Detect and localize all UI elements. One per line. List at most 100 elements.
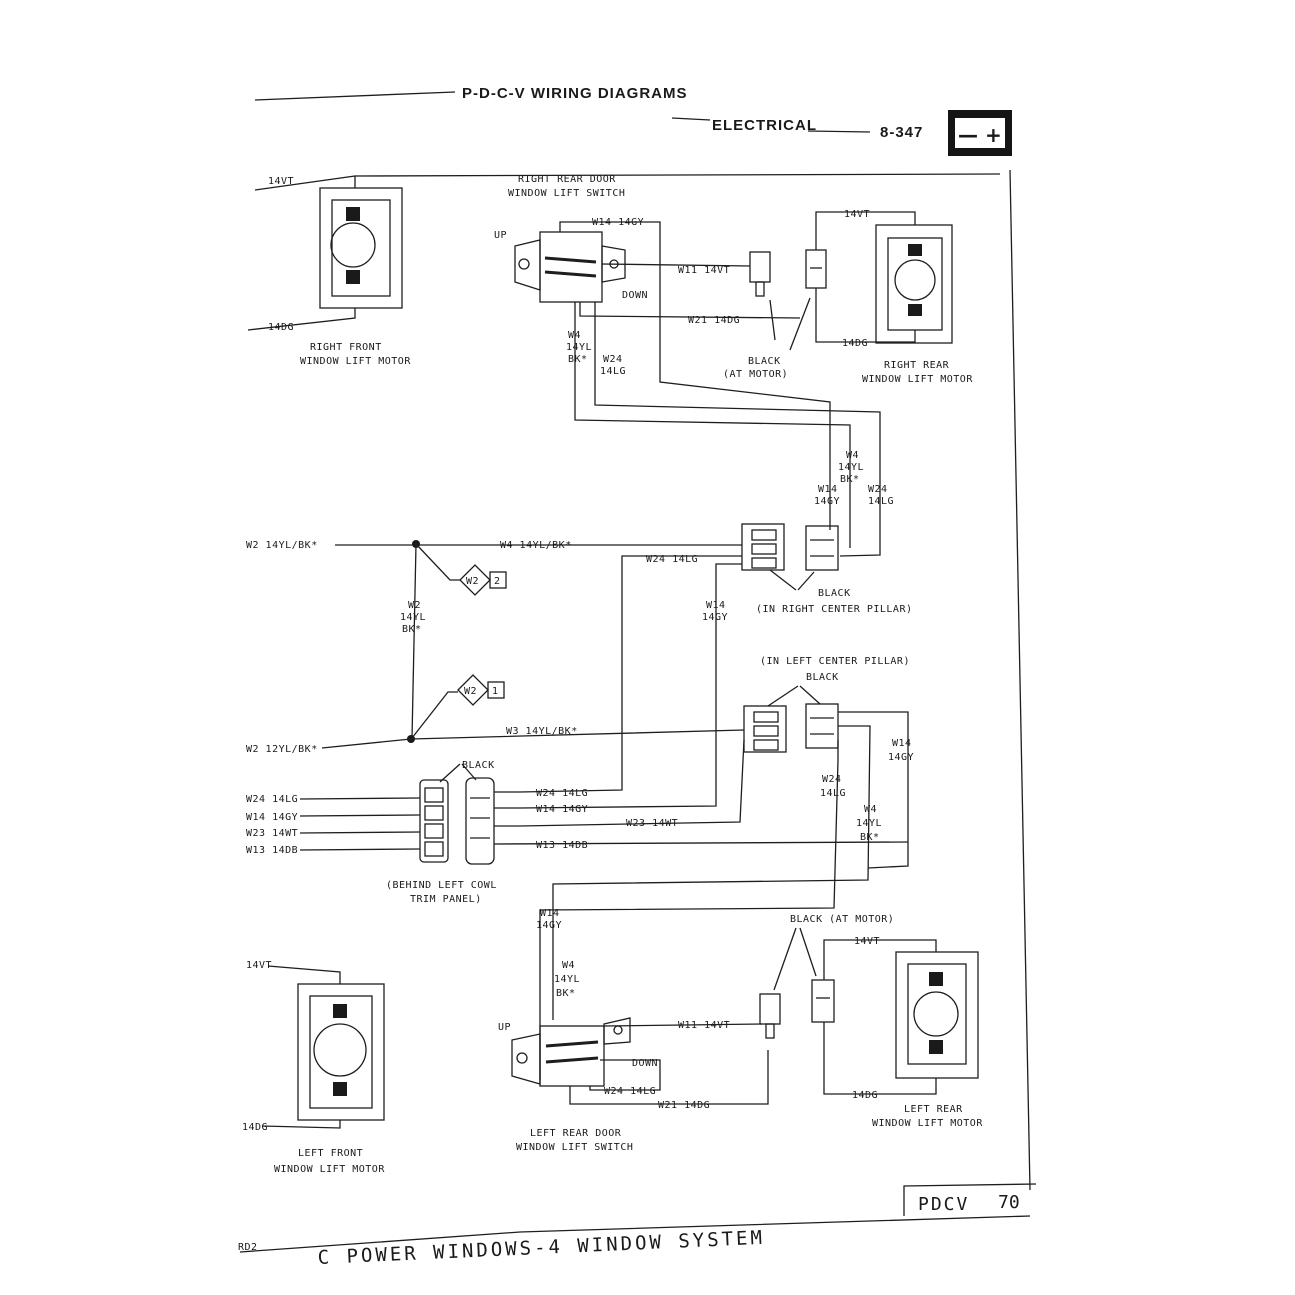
- left-front-motor: LEFT FRONT WINDOW LIFT MOTOR: [274, 983, 385, 1175]
- cowl-connector-male: [419, 779, 449, 863]
- left-rear-door-switch: UP DOWN LEFT REAR DOOR WINDOW LIFT SWITC…: [498, 1017, 658, 1153]
- rf-brush-bottom: [346, 270, 360, 284]
- lf-motor-label-2: WINDOW LIFT MOTOR: [274, 1164, 385, 1175]
- lr-switch-mount: [511, 1033, 541, 1085]
- rr-connector-label-2: (AT MOTOR): [723, 369, 788, 380]
- rf-armature-icon: [330, 222, 376, 268]
- rr-motor-label-2: WINDOW LIFT MOTOR: [862, 374, 973, 385]
- rr-switch-body: [539, 231, 603, 303]
- w3-bus-line: [321, 729, 745, 749]
- footer-corner-code: RD2: [238, 1242, 258, 1253]
- sw-w24-line: [594, 302, 881, 557]
- right-rear-door-switch: RIGHT REAR DOOR WINDOW LIFT SWITCH UP DO…: [494, 174, 648, 303]
- lp-pin-2: [753, 725, 779, 737]
- page-header: P-D-C-V WIRING DIAGRAMS ELECTRICAL 8-347…: [254, 85, 1012, 156]
- w13-line: [493, 841, 909, 845]
- lp-connector-label-1: (IN LEFT CENTER PILLAR): [760, 656, 910, 667]
- lp-w24-1: W24: [822, 774, 842, 785]
- lp-pin-1: [753, 711, 779, 723]
- cowl-pin-3: [424, 823, 444, 839]
- lr-motor-14vt-line: [823, 939, 937, 980]
- lf-wire-14vt-line: [267, 965, 341, 984]
- lr-switch-mount-hole: [516, 1052, 528, 1064]
- footer-rule: [239, 1215, 1031, 1253]
- ref-2-num: 2: [494, 576, 501, 587]
- mid-w24-2: 14LG: [868, 496, 894, 507]
- lr-motor-label-1: LEFT REAR: [904, 1104, 963, 1115]
- mid-w24-1: W24: [868, 484, 888, 495]
- lp-connector-male: [743, 705, 787, 753]
- rr-w11-line: [601, 263, 751, 267]
- rf-wire-14vt: 14VT: [268, 176, 294, 187]
- low-w4-3: BK*: [556, 988, 576, 999]
- lr-switch-label-1: LEFT REAR DOOR: [530, 1128, 622, 1139]
- lp-w14-1: W14: [892, 738, 912, 749]
- ref-2-id: W2: [466, 576, 479, 587]
- rr-switch-down-label: DOWN: [622, 290, 648, 301]
- rf-motor-label-2: WINDOW LIFT MOTOR: [300, 356, 411, 367]
- lf-motor-frame: [309, 995, 373, 1109]
- lr-w21-label: W21 14DG: [658, 1100, 710, 1111]
- rf-wire-14dg-line: [247, 308, 356, 331]
- lp-arrow-2: [799, 685, 821, 705]
- cowl-pin-4: [424, 841, 444, 857]
- lp-w4-3: BK*: [860, 832, 880, 843]
- low-w14-1: W14: [540, 908, 560, 919]
- rp-pin-3: [751, 557, 777, 569]
- ref-w2-2: W2 2: [459, 564, 507, 596]
- ref-w2-1: W2 1: [457, 674, 505, 706]
- rr-motor-label-1: RIGHT REAR: [884, 360, 950, 371]
- cowl-connector-female: [465, 777, 495, 865]
- rr-w14-line: [559, 221, 831, 460]
- footer-system-title: C POWER WINDOWS-4 WINDOW SYSTEM: [317, 1227, 765, 1269]
- rr-switch-contact-2: [544, 270, 597, 278]
- footer-code-box: [903, 1183, 1037, 1216]
- right-front-motor: RIGHT FRONT WINDOW LIFT MOTOR: [300, 187, 411, 367]
- rr-switch-mount-hole: [518, 258, 530, 270]
- rp-connector-label-2: (IN RIGHT CENTER PILLAR): [756, 604, 913, 615]
- lr-connector-arrow-2: [799, 927, 817, 977]
- mid-w4-1: W4: [846, 450, 859, 461]
- cowl-label-2: TRIM PANEL): [410, 894, 482, 905]
- battery-icon-body: [955, 118, 1005, 148]
- lp-w24-2: 14LG: [820, 788, 846, 799]
- lp-w14-2: 14GY: [888, 752, 914, 763]
- lf-wire-14dg: 14DG: [242, 1122, 268, 1133]
- rr-motor-14vt-line: [815, 211, 916, 250]
- rr-connector-male: [749, 251, 771, 283]
- w23-line: [519, 739, 745, 827]
- lr-connector-male-tab: [765, 1023, 775, 1039]
- sw-w24-1: W24: [603, 354, 623, 365]
- lf-wire-14dg-line: [261, 1120, 341, 1129]
- rr-switch-contact-1: [544, 256, 597, 264]
- lr-switch-body: [539, 1025, 605, 1087]
- lr-w11-label: W11 14VT: [678, 1020, 730, 1031]
- cowl-arrow-1: [439, 763, 461, 783]
- mid-w4-2: 14YL: [838, 462, 864, 473]
- rr-brush-bottom: [908, 304, 922, 316]
- w2-vert-1: W2: [408, 600, 421, 611]
- low-w4-2: 14YL: [554, 974, 580, 985]
- rr-switch-up-label: UP: [494, 230, 507, 241]
- ref-1-id: W2: [464, 686, 477, 697]
- w13-label: W13 14DB: [536, 840, 588, 851]
- cowl-arrow-2: [461, 763, 477, 781]
- header-rule-right: [807, 130, 871, 133]
- low-w14-2: 14GY: [536, 920, 562, 931]
- w14-mid-line: [519, 563, 742, 809]
- mid-w4-3: BK*: [840, 474, 860, 485]
- rf-motor-label-1: RIGHT FRONT: [310, 342, 382, 353]
- lr-switch-down-label: DOWN: [632, 1058, 658, 1069]
- rr-switch-label-2: WINDOW LIFT SWITCH: [508, 188, 625, 199]
- rr-connector-male-tab: [755, 281, 765, 297]
- lp-w24-line: [539, 740, 839, 1080]
- cowl-left-line-2: [299, 814, 421, 817]
- lf-wire-14vt: 14VT: [246, 960, 272, 971]
- cowl-pin-1: [424, 787, 444, 803]
- cowl-left-line-1: [299, 797, 421, 800]
- cowl-left-line-3: [299, 831, 421, 834]
- lr-brush-bottom: [929, 1040, 943, 1054]
- mid-w14-2: 14GY: [814, 496, 840, 507]
- rp-connector-male: [741, 523, 785, 571]
- rp-connector-label-1: BLACK: [818, 588, 851, 599]
